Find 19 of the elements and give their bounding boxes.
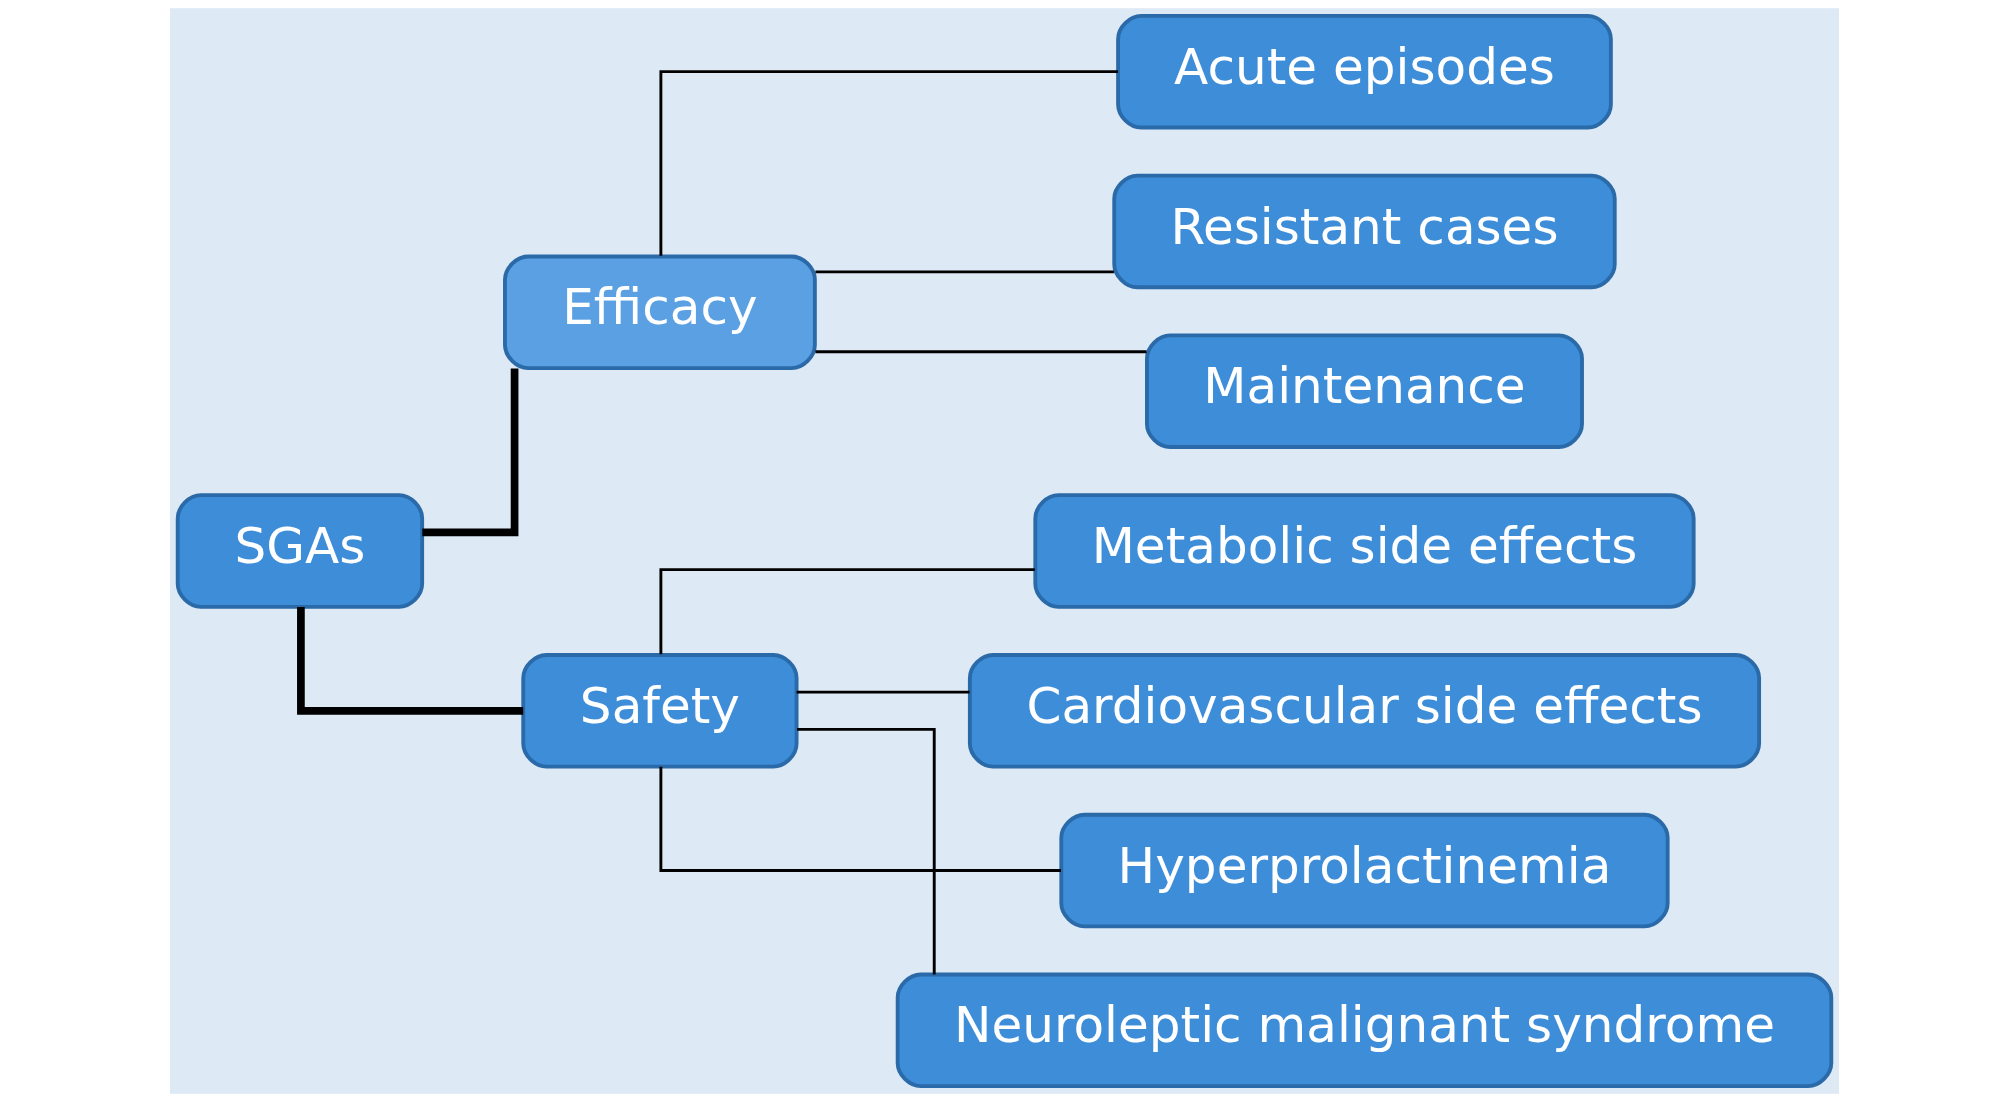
connector [422,368,519,537]
node-box: Cardiovascular side effects [967,653,1762,769]
node-box: Hyperprolactinemia [1059,812,1670,929]
node-box: Acute episodes [1116,13,1613,130]
node-box: Efficacy [503,254,817,371]
connector [815,350,1147,354]
node-box: Metabolic side effects [1033,493,1696,609]
node-box: Maintenance [1145,333,1584,449]
node-box: Safety [521,653,799,769]
connector [796,690,970,694]
node-box: SGAs [175,493,425,609]
connector [659,568,1035,655]
connector [797,727,936,975]
node-box: Resistant cases [1112,173,1617,290]
connector [659,766,1061,872]
connector [659,70,1118,256]
connector [297,606,524,715]
connector [815,270,1114,274]
node-box: Neuroleptic malignant syndrome [895,972,1834,1089]
